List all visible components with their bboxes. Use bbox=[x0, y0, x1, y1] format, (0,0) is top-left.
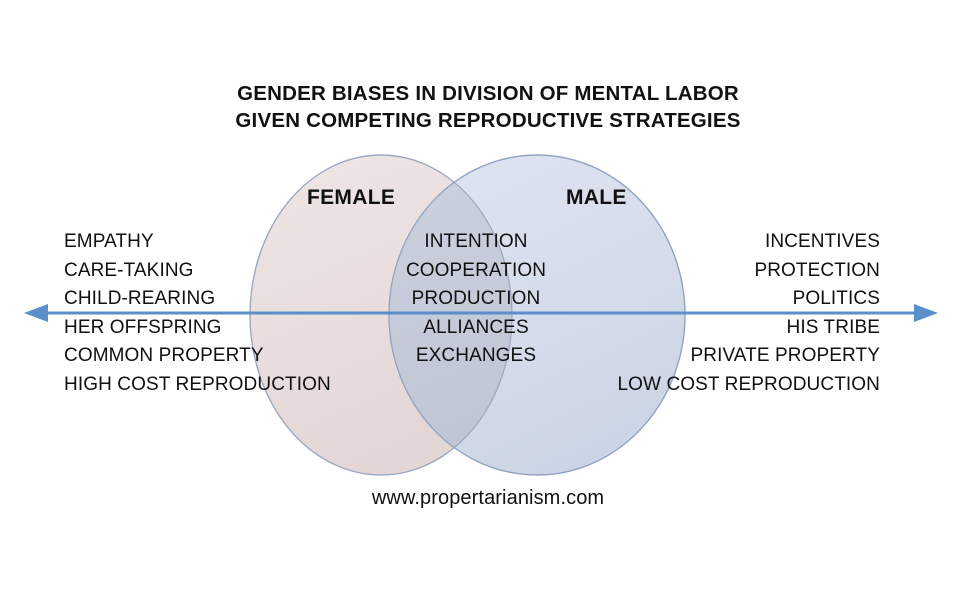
horizontal-axis-arrow bbox=[24, 304, 938, 322]
list-item: CHILD-REARING bbox=[64, 288, 216, 310]
female-traits-list: EMPATHY CARE-TAKING CHILD-REARING HER OF… bbox=[64, 228, 331, 400]
list-item: COMMON PROPERTY bbox=[64, 345, 264, 367]
arrowhead-right-icon bbox=[914, 304, 938, 322]
list-item: HER OFFSPRING bbox=[64, 316, 222, 338]
source-url: www.propertarianism.com bbox=[371, 487, 605, 509]
list-item: INTENTION bbox=[424, 231, 528, 252]
list-item: HIGH COST REPRODUCTION bbox=[64, 373, 331, 395]
list-item: PRIVATE PROPERTY bbox=[690, 345, 880, 367]
list-item: CARE-TAKING bbox=[64, 259, 194, 281]
list-item: ALLIANCES bbox=[423, 316, 529, 338]
male-circle-outline bbox=[388, 154, 686, 476]
arrowhead-left-icon bbox=[24, 304, 48, 322]
list-item: PROTECTION bbox=[754, 259, 880, 281]
male-traits-list: INCENTIVES PROTECTION POLITICS HIS TRIBE… bbox=[618, 228, 881, 400]
list-item: PRODUCTION bbox=[411, 288, 541, 310]
list-item: COOPERATION bbox=[405, 259, 547, 281]
female-circle-label: FEMALE bbox=[307, 186, 396, 209]
list-item: EXCHANGES bbox=[415, 345, 537, 367]
list-item: LOW COST REPRODUCTION bbox=[617, 373, 880, 395]
list-item: INCENTIVES bbox=[764, 231, 880, 252]
intersection-shape bbox=[389, 155, 512, 475]
male-circle-label: MALE bbox=[566, 186, 627, 209]
intersection-traits-list: INTENTION COOPERATION PRODUCTION ALLIANC… bbox=[390, 228, 562, 371]
list-item: EMPATHY bbox=[64, 231, 154, 252]
female-circle-outline bbox=[249, 154, 513, 476]
list-item: POLITICS bbox=[792, 288, 880, 310]
list-item: HIS TRIBE bbox=[786, 316, 880, 338]
